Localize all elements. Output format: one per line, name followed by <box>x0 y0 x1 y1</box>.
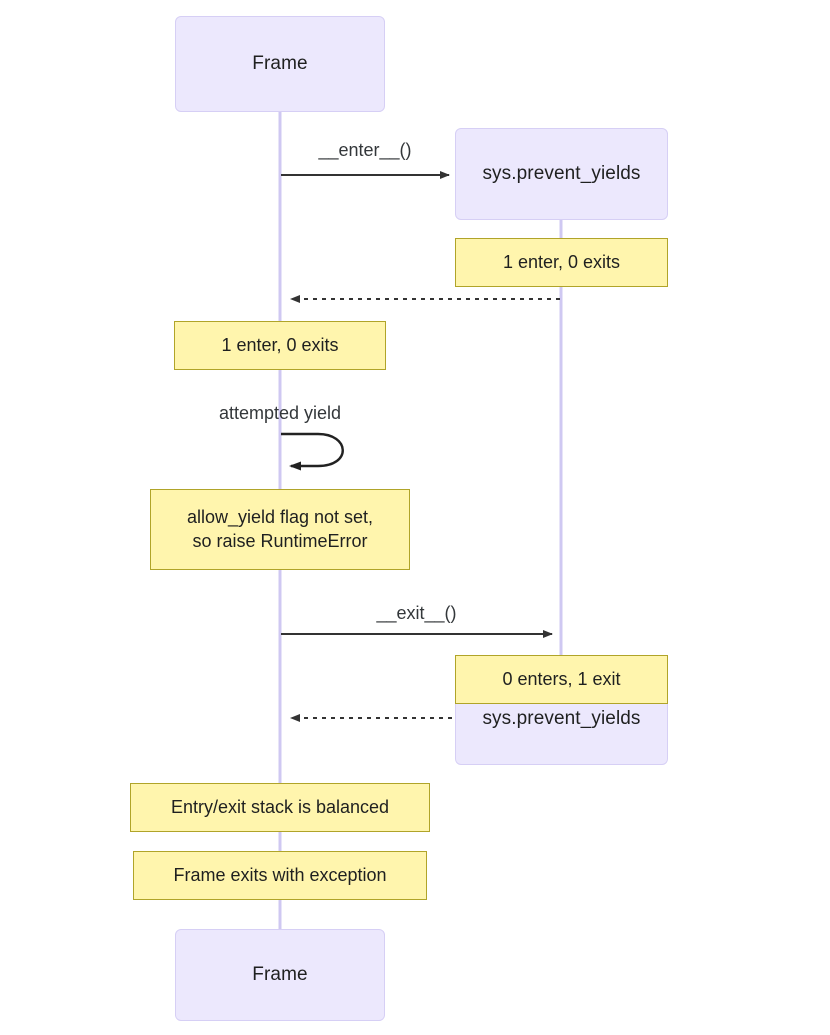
note-frame-enter-count: 1 enter, 0 exits <box>174 321 386 370</box>
message-self-loop-attempted-yield <box>281 432 344 471</box>
actor-frame-top-label: Frame <box>252 53 308 74</box>
actor-frame-bottom[interactable]: Frame <box>175 929 385 1021</box>
note-stack-balanced-text: Entry/exit stack is balanced <box>170 796 390 817</box>
message-label-enter: __enter__() <box>281 140 449 161</box>
note-frame-runtime-error: allow_yield flag not set, so raise Runti… <box>150 489 410 570</box>
message-label-attempted-yield-text: attempted yield <box>218 403 342 423</box>
actor-frame-top[interactable]: Frame <box>175 16 385 112</box>
note-frame-exits-exception: Frame exits with exception <box>133 851 427 900</box>
note-frame-enter-count-text: 1 enter, 0 exits <box>221 334 339 355</box>
message-label-exit-text: __exit__() <box>376 603 457 623</box>
actor-frame-bottom-label: Frame <box>252 964 308 985</box>
message-label-enter-text: __enter__() <box>318 140 412 160</box>
actor-sys-top[interactable]: sys.prevent_yields <box>455 128 668 220</box>
note-stack-balanced: Entry/exit stack is balanced <box>130 783 430 832</box>
message-label-attempted-yield: attempted yield <box>190 403 370 424</box>
actor-sys-bottom-label: sys.prevent_yields <box>482 708 641 729</box>
note-sys-exit-count-text: 0 enters, 1 exit <box>502 668 621 689</box>
actor-sys-top-label: sys.prevent_yields <box>482 163 641 184</box>
note-sys-enter-count: 1 enter, 0 exits <box>455 238 668 287</box>
note-frame-exits-exception-text: Frame exits with exception <box>173 864 387 885</box>
note-sys-enter-count-text: 1 enter, 0 exits <box>502 251 621 272</box>
note-sys-exit-count: 0 enters, 1 exit <box>455 655 668 704</box>
note-frame-runtime-error-text: allow_yield flag not set, so raise Runti… <box>186 506 374 551</box>
message-label-exit: __exit__() <box>281 603 552 624</box>
